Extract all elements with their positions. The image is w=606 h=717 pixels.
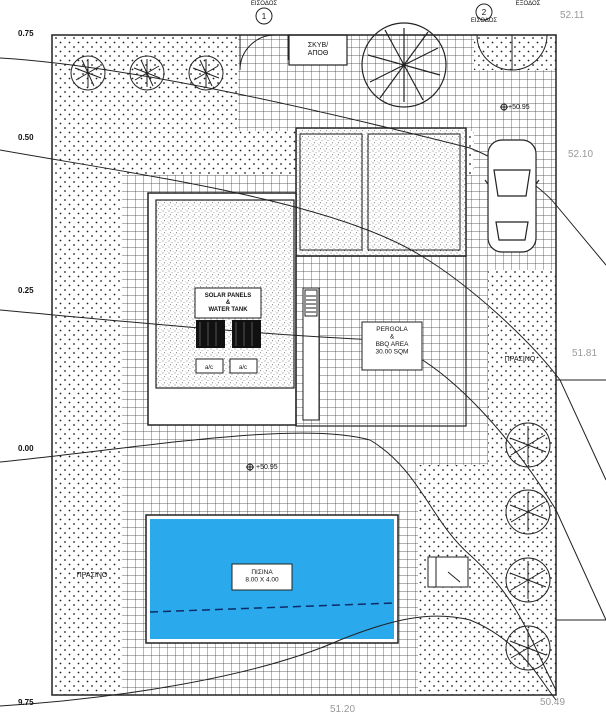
door-swing-icon bbox=[239, 34, 548, 71]
level-marker: 0.00 bbox=[18, 444, 34, 453]
elevation-label: +50.95 bbox=[508, 104, 530, 111]
tree-icon bbox=[505, 557, 551, 603]
solar-panel-grid bbox=[199, 322, 253, 346]
bbq-grill bbox=[304, 289, 318, 317]
section-marker-icon bbox=[255, 3, 493, 25]
edge-level: 50.49 bbox=[540, 697, 565, 708]
level-marker: 0.25 bbox=[18, 286, 34, 295]
solar-panel bbox=[232, 320, 261, 348]
garden-label: ΠΡΑΣΙΝΟ bbox=[505, 356, 536, 363]
pergola-area bbox=[295, 255, 467, 427]
entrance-label: ΕΙΣΟΔΟΣ bbox=[471, 18, 497, 24]
elevation-marker bbox=[246, 463, 254, 471]
tree-icon bbox=[129, 55, 165, 91]
neighbour-boundaries bbox=[556, 379, 606, 621]
level-marker: 9.75 bbox=[18, 698, 34, 707]
ac-unit bbox=[229, 358, 258, 374]
level-marker: 0.50 bbox=[18, 133, 34, 142]
tree-icon bbox=[70, 55, 106, 91]
bbq-counter bbox=[302, 287, 320, 421]
storage-label: ΣΚΥΒ/ΑΠΟΘ bbox=[308, 42, 329, 57]
tree-icon bbox=[361, 22, 447, 108]
pool-equipment-lines bbox=[435, 557, 461, 587]
tree-icon bbox=[188, 55, 224, 91]
tree-icon bbox=[505, 625, 551, 671]
ac-label: a/c bbox=[205, 365, 213, 371]
exit-label: ΕΞΟΔΟΣ bbox=[516, 1, 541, 7]
house bbox=[147, 127, 467, 426]
edge-level: 51.20 bbox=[330, 704, 355, 712]
solar-label: SOLAR PANELS&WATER TANK bbox=[205, 293, 252, 313]
edge-level: 52.10 bbox=[568, 149, 593, 160]
storage-room bbox=[288, 34, 348, 66]
solar-panel bbox=[196, 320, 225, 348]
elevation-marker bbox=[500, 103, 508, 111]
level-marker: 0.75 bbox=[18, 29, 34, 38]
ac-unit bbox=[195, 358, 224, 374]
elevation-label: +50.95 bbox=[256, 464, 278, 471]
plot-boundary bbox=[51, 34, 557, 696]
pool-equipment bbox=[427, 556, 469, 588]
pool-depth-line bbox=[149, 602, 395, 613]
pergola-label-box bbox=[361, 321, 423, 371]
pool-label-box bbox=[231, 563, 293, 591]
solar-label-box bbox=[194, 287, 262, 319]
car-icon bbox=[484, 139, 540, 253]
tree-icon bbox=[505, 489, 551, 535]
entrance-label: ΕΙΣΟΔΟΣ bbox=[251, 1, 277, 7]
edge-level: 52.11 bbox=[560, 10, 585, 21]
entrance-number: 1 bbox=[262, 12, 267, 21]
entrance-number: 2 bbox=[482, 8, 487, 17]
ac-label: a/c bbox=[239, 365, 247, 371]
tree-icon bbox=[505, 422, 551, 468]
garden-label: ΠΡΑΣΙΝΟ bbox=[77, 572, 108, 579]
edge-level: 51.81 bbox=[572, 348, 597, 359]
